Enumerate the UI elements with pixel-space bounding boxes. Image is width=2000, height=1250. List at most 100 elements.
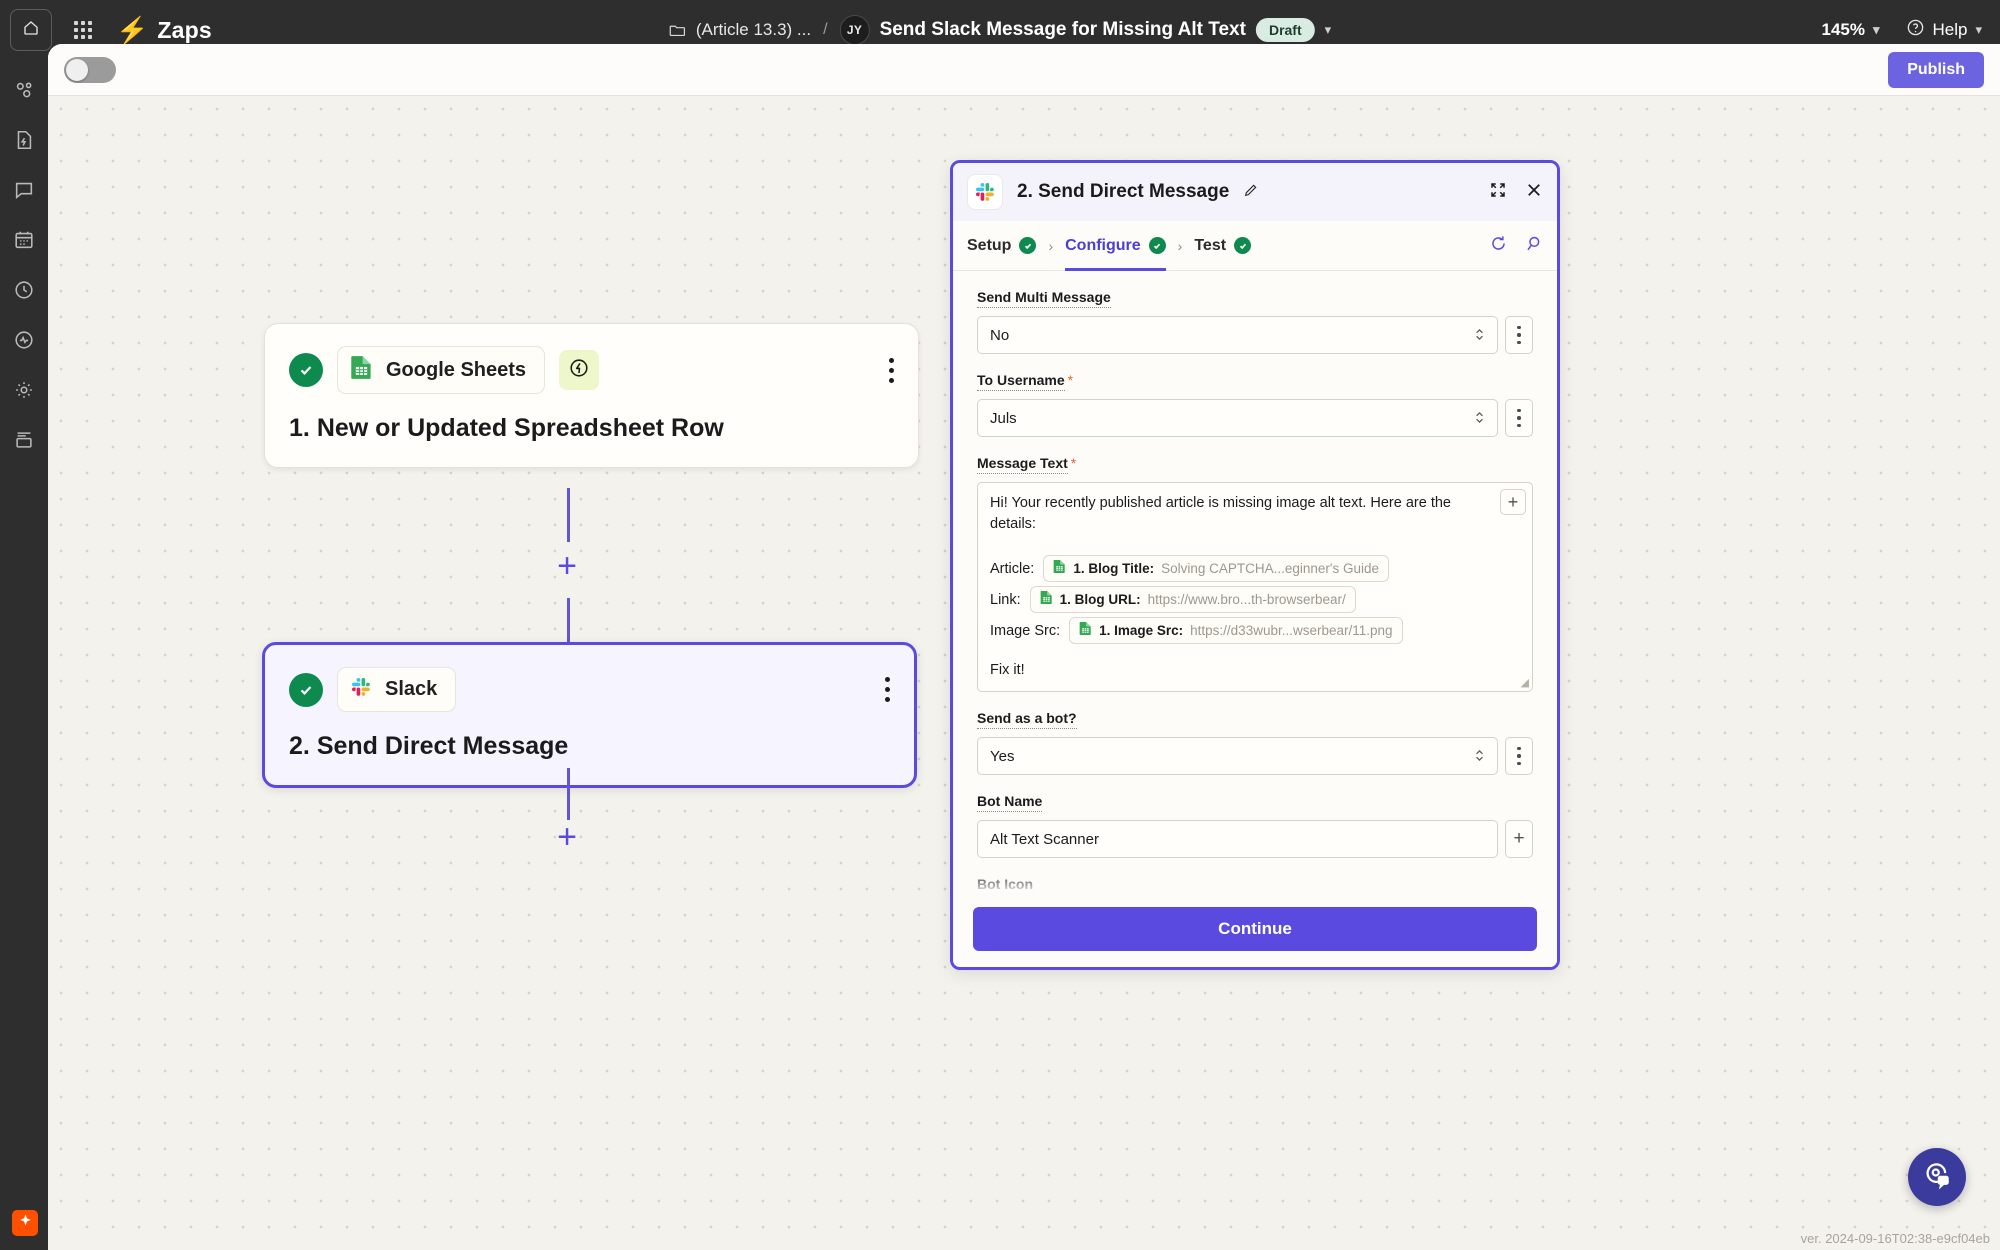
data-token-pill[interactable]: 1. Blog URL: https://www.bro...th-browse… (1029, 586, 1356, 614)
add-step-button[interactable]: + (557, 818, 577, 856)
message-outro-line: Fix it! (990, 662, 1025, 679)
token-key: Article: (990, 560, 1035, 577)
field-message-text: Message Text * + Hi! Your recently publi… (977, 455, 1533, 693)
sidebar-item-tables[interactable] (6, 424, 42, 460)
node-title-text: Send Direct Message (316, 732, 569, 760)
tab-test[interactable]: Test (1194, 221, 1252, 271)
tab-label: Configure (1065, 236, 1141, 254)
zoom-level-control[interactable]: 145% ▾ (1821, 20, 1879, 40)
select-value: No (990, 326, 1010, 344)
node-title: 2. Send Direct Message (289, 732, 890, 761)
sidebar-item-settings[interactable] (6, 374, 42, 410)
sidebar-item-interfaces[interactable] (6, 224, 42, 260)
field-label: Send as a bot? (977, 710, 1077, 730)
field-options-button[interactable] (1505, 737, 1533, 776)
sidebar-item-chatbots[interactable] (6, 174, 42, 210)
field-control: Juls (977, 399, 1533, 437)
field-options-button[interactable] (1505, 316, 1533, 354)
input-value: Alt Text Scanner (990, 830, 1099, 848)
home-button[interactable] (10, 9, 52, 51)
message-token-row: Image Src: 1. Image Src: https://d33wubr… (990, 617, 1520, 645)
support-chat-button[interactable] (1908, 1148, 1966, 1206)
node-menu-button[interactable] (885, 677, 890, 702)
question-circle-icon (1906, 18, 1925, 42)
message-text-editor[interactable]: + Hi! Your recently published article is… (977, 482, 1533, 693)
to-username-select[interactable]: Juls (977, 399, 1498, 437)
connector-line (567, 768, 570, 820)
app-chip-google-sheets[interactable]: Google Sheets (337, 346, 546, 394)
tab-label: Test (1194, 236, 1227, 254)
step-config-panel: 2. Send Direct Message (950, 160, 1560, 970)
canvas-node-action[interactable]: Slack 2. Send Direct Message (262, 642, 917, 788)
token-value: Solving CAPTCHA...eginner's Guide (1161, 561, 1380, 577)
breadcrumb-folder[interactable]: (Article 13.3) ... (695, 20, 812, 39)
pencil-icon[interactable] (1243, 182, 1259, 203)
panel-footer: Continue (953, 895, 1557, 967)
node-step-number: 1. (289, 414, 310, 442)
avatar[interactable]: JY (839, 15, 870, 45)
app-chip-slack[interactable]: Slack (337, 667, 457, 712)
refresh-icon[interactable] (1489, 234, 1508, 258)
sidebar-item-history[interactable] (6, 274, 42, 310)
chat-bubble-icon (13, 179, 35, 206)
insert-data-button[interactable]: + (1500, 489, 1526, 515)
brand-label: Zaps (157, 16, 212, 43)
ai-sparkle-button[interactable] (12, 1210, 38, 1236)
chevron-down-icon: ▾ (1975, 22, 1982, 37)
app-grid-icon (74, 21, 92, 39)
contact-support-icon (1922, 1160, 1952, 1195)
tab-setup[interactable]: Setup (967, 221, 1037, 271)
publish-button[interactable]: Publish (1888, 51, 1984, 88)
send-multi-message-select[interactable]: No (977, 316, 1498, 354)
help-menu[interactable]: Help ▾ (1906, 18, 1982, 42)
status-badge: Draft (1255, 18, 1315, 42)
insert-data-button[interactable]: + (1505, 820, 1533, 859)
field-bot-icon: Bot Icon (977, 876, 1533, 895)
tab-configure[interactable]: Configure (1065, 221, 1166, 271)
page-title[interactable]: Send Slack Message for Missing Alt Text (879, 19, 1246, 40)
canvas-node-trigger[interactable]: Google Sheets 1. New or Updated Spreadsh… (264, 323, 919, 468)
trigger-badge (559, 350, 600, 390)
zap-enabled-toggle[interactable] (64, 56, 116, 83)
editor-sub-toolbar: Publish (48, 44, 2000, 96)
ai-sparkle-icon (18, 1213, 33, 1233)
close-icon[interactable] (1525, 181, 1543, 204)
panel-tabs: Setup › Configure › Test (953, 221, 1557, 271)
send-as-bot-select[interactable]: Yes (977, 737, 1498, 776)
google-sheets-icon (1053, 559, 1066, 578)
chevron-down-icon: ▾ (1872, 22, 1880, 37)
app-switcher-button[interactable] (66, 13, 100, 47)
node-header: Slack (289, 667, 890, 712)
lightning-bolt-icon (568, 357, 590, 384)
add-step-button[interactable]: + (557, 547, 577, 585)
node-menu-button[interactable] (889, 357, 894, 383)
sidebar-item-monitoring[interactable] (6, 324, 42, 360)
left-sidebar (0, 60, 48, 1250)
activity-monitor-icon (13, 329, 35, 356)
continue-button[interactable]: Continue (973, 907, 1537, 951)
resize-handle[interactable]: ◢ (1520, 677, 1529, 690)
field-options-button[interactable] (1505, 399, 1533, 437)
sidebar-item-zaps[interactable] (6, 74, 42, 110)
chevron-updown-icon (1474, 748, 1485, 765)
zaps-home-link[interactable]: ⚡ Zaps (116, 17, 212, 44)
token-field: 1. Blog Title: (1073, 561, 1155, 577)
search-icon[interactable] (1524, 234, 1543, 258)
field-label: Bot Icon (977, 876, 1033, 895)
data-token-pill[interactable]: 1. Image Src: https://d33wubr...wserbear… (1069, 617, 1403, 645)
zap-canvas[interactable]: Google Sheets 1. New or Updated Spreadsh… (48, 96, 2000, 1250)
token-key: Link: (990, 591, 1021, 608)
panel-form[interactable]: Send Multi Message No (953, 271, 1557, 895)
check-circle-icon (289, 353, 323, 387)
bot-name-input[interactable]: Alt Text Scanner (977, 820, 1498, 859)
data-token-pill[interactable]: 1. Blog Title: Solving CAPTCHA...eginner… (1043, 555, 1390, 583)
chevron-down-icon[interactable]: ▾ (1324, 22, 1332, 37)
expand-icon[interactable] (1489, 181, 1507, 204)
lightning-bolt-icon: ⚡ (116, 15, 149, 45)
help-label: Help (1932, 20, 1968, 39)
field-send-multi-message: Send Multi Message No (977, 289, 1533, 354)
sidebar-item-zap-docs[interactable] (6, 124, 42, 160)
breadcrumb-separator: / (823, 21, 828, 38)
app-name-label: Slack (385, 678, 438, 700)
slack-icon (967, 174, 1003, 210)
